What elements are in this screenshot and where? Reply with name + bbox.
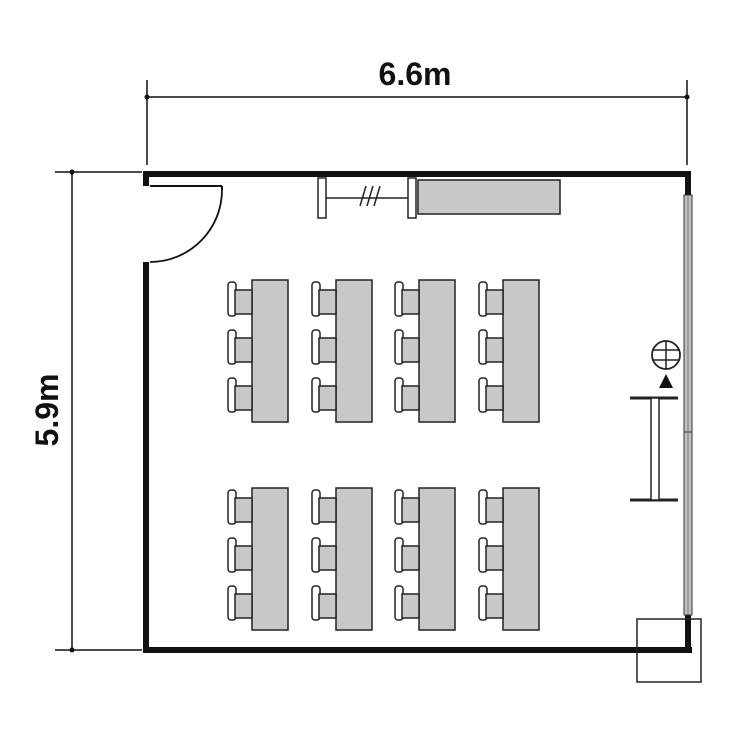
chair xyxy=(318,289,337,315)
chair xyxy=(485,289,504,315)
chair xyxy=(485,385,504,411)
chair xyxy=(401,385,420,411)
desk-area xyxy=(227,279,540,631)
desk-group xyxy=(311,279,373,423)
desk xyxy=(251,487,289,631)
room-walls xyxy=(143,171,692,653)
cabinet xyxy=(417,179,561,215)
desk xyxy=(335,279,373,423)
desk xyxy=(335,487,373,631)
chair xyxy=(318,497,337,523)
window xyxy=(683,194,693,616)
chair xyxy=(485,593,504,619)
desk-group xyxy=(478,487,540,631)
chair xyxy=(485,497,504,523)
chair xyxy=(234,593,253,619)
desk xyxy=(418,487,456,631)
chair xyxy=(234,497,253,523)
door xyxy=(149,185,223,263)
coat-rack xyxy=(317,177,417,219)
chair xyxy=(318,593,337,619)
lectern xyxy=(630,396,678,502)
desk-group xyxy=(311,487,373,631)
chair xyxy=(234,337,253,363)
chair xyxy=(401,497,420,523)
chair xyxy=(234,385,253,411)
chair xyxy=(234,289,253,315)
chair xyxy=(485,545,504,571)
desk xyxy=(502,279,540,423)
desk xyxy=(418,279,456,423)
chair xyxy=(401,289,420,315)
chair xyxy=(318,337,337,363)
width-label: 6.6m xyxy=(379,56,452,92)
chair xyxy=(401,545,420,571)
desk xyxy=(502,487,540,631)
corner-column xyxy=(636,618,702,683)
desk-group xyxy=(394,487,456,631)
desk-group xyxy=(227,487,289,631)
chair xyxy=(485,337,504,363)
desk-group xyxy=(478,279,540,423)
chair xyxy=(318,385,337,411)
projector-icon xyxy=(651,340,681,388)
desk-group xyxy=(227,279,289,423)
desk-group xyxy=(394,279,456,423)
width-dimension: 6.6m xyxy=(144,56,690,165)
height-label: 5.9m xyxy=(29,374,65,447)
chair xyxy=(401,593,420,619)
height-dimension: 5.9m xyxy=(29,169,142,653)
chair xyxy=(318,545,337,571)
chair xyxy=(234,545,253,571)
desk xyxy=(251,279,289,423)
chair xyxy=(401,337,420,363)
